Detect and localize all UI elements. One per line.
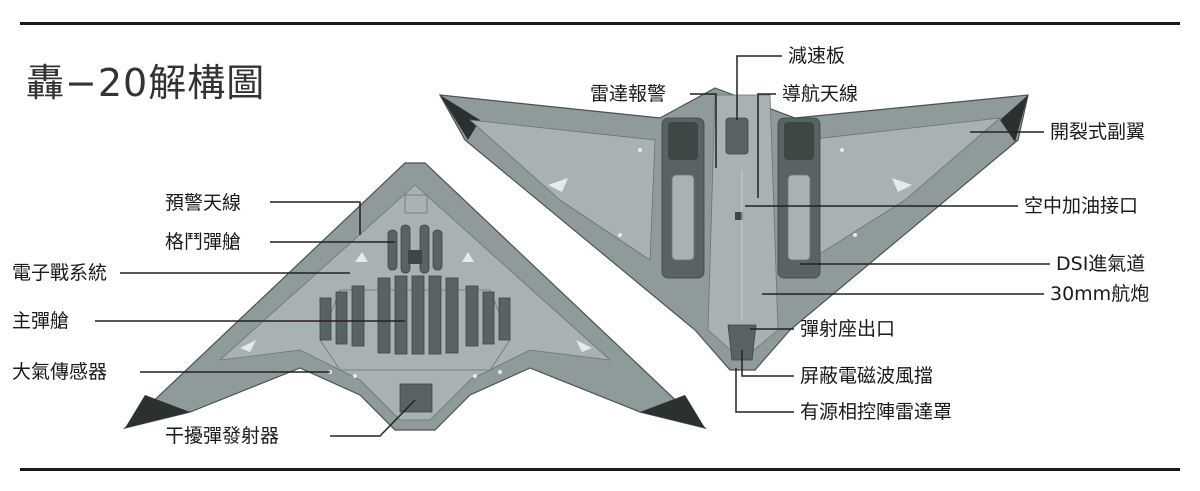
label-ejection-hatch: 彈射座出口 [800,318,895,340]
aircraft-top-view [438,87,1029,371]
chaff-launcher [399,383,433,413]
label-refuel-port: 空中加油接口 [1024,195,1138,217]
page-title: 轟−20解構圖 [26,61,266,105]
label-dsi-intake: DSI進氣道 [1056,253,1145,275]
label-shielded-windshield: 屏蔽電磁波風擋 [800,365,933,387]
national-insignia [240,252,592,352]
aircraft-bottom-view [122,162,708,431]
top-rule [20,22,1180,25]
label-early-warning-antenna: 預警天線 [165,192,241,214]
label-dogfight-bay: 格鬥彈艙 [165,231,241,253]
engine-nacelle [661,117,821,279]
label-split-aileron: 開裂式副翼 [1050,121,1145,143]
label-air-data-sensor: 大氣傳感器 [12,361,107,383]
dogfight-bay [387,224,443,274]
bottom-rule [20,468,1180,471]
label-aesa-radome: 有源相控陣雷達罩 [800,401,952,423]
label-speedbrake: 減速板 [788,45,845,67]
label-30mm-cannon: 30mm航炮 [1050,283,1149,305]
label-ew-system: 電子戰系統 [12,262,107,284]
main-weapon-bay [319,275,511,371]
label-nav-antenna: 導航天線 [782,83,858,105]
label-radar-warning: 雷達報警 [590,83,666,105]
label-chaff-launcher: 干擾彈發射器 [165,425,279,447]
label-main-bay: 主彈艙 [12,310,69,332]
